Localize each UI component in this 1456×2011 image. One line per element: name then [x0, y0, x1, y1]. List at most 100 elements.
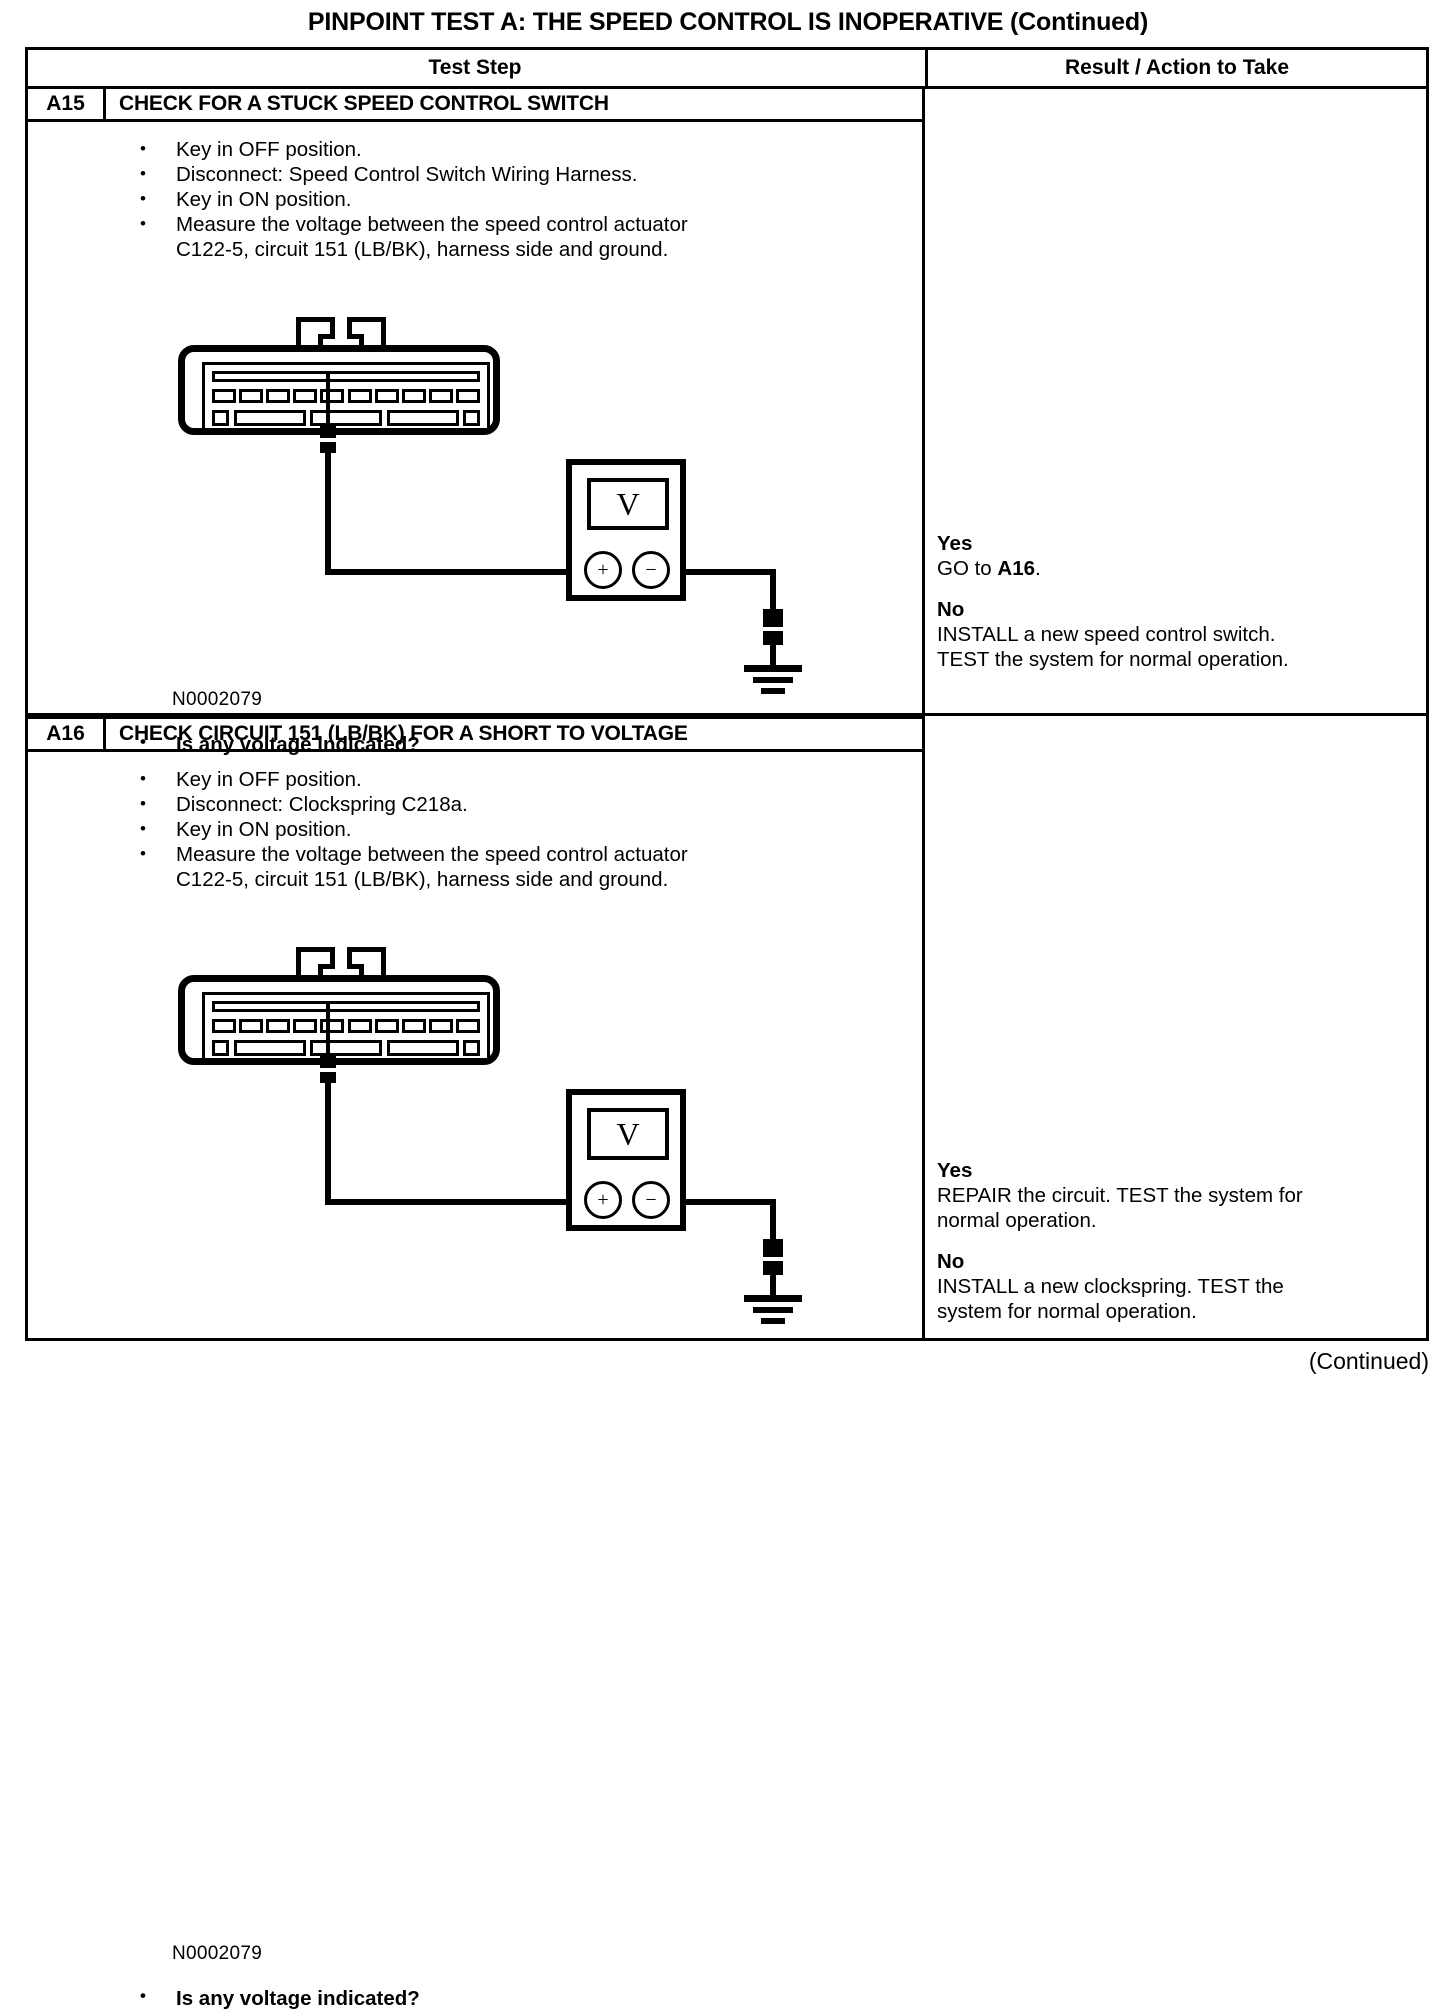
step-header-a16: A16 CHECK CIRCUIT 151 (LB/BK) FOR A SHOR…: [28, 719, 922, 752]
voltmeter-display: V: [587, 478, 669, 530]
ground-symbol-icon: [753, 1307, 793, 1313]
voltmeter-terminal-negative: −: [632, 551, 670, 589]
step-header-a15: A15 CHECK FOR A STUCK SPEED CONTROL SWIT…: [28, 89, 922, 122]
connector-pin: [374, 1019, 399, 1033]
result-text-yes: REPAIR the circuit. TEST the system for …: [937, 1184, 1303, 1232]
connector-pin: [347, 389, 372, 403]
result-text-suffix: .: [1035, 557, 1041, 580]
connector-pin: [374, 389, 399, 403]
wire-to-ground: [686, 569, 776, 575]
result-text-prefix: GO to: [937, 557, 998, 580]
step-question-a16: Is any voltage indicated?: [132, 1986, 420, 2011]
connector-pin-row: [212, 1019, 480, 1033]
ground-symbol-icon: [744, 665, 802, 672]
wire-to-ground: [686, 1199, 776, 1205]
wiring-diagram-a15: V + −: [178, 317, 802, 694]
connector-shell: [178, 345, 500, 435]
footer-continued: (Continued): [1308, 1348, 1429, 1374]
voltmeter-terminal-negative: −: [632, 1181, 670, 1219]
bullet-item: Key in OFF position.: [132, 136, 688, 162]
probe-lead: [326, 1002, 330, 1057]
ground-probe-icon: [761, 609, 785, 645]
result-no-a15: No INSTALL a new speed control switch. T…: [937, 597, 1417, 672]
table-column-header-row: Test Step Result / Action to Take: [28, 50, 1426, 89]
connector-top-bar: [212, 1001, 480, 1012]
connector-pin: [266, 389, 291, 403]
connector-pin: [239, 1019, 264, 1033]
connector-pin: [401, 389, 426, 403]
bullet-item: Key in OFF position.: [132, 766, 688, 792]
reference-code-a15: N0002079: [172, 689, 263, 710]
connector-pin: [401, 1019, 426, 1033]
wire-vertical: [325, 1080, 331, 1205]
ground-symbol-icon: [761, 688, 785, 694]
ground-symbol-icon: [753, 677, 793, 683]
connector-pin: [293, 1019, 318, 1033]
voltmeter: V + −: [566, 459, 686, 601]
result-label-no: No: [937, 1250, 965, 1273]
wire-ground-vertical-lower: [770, 643, 776, 667]
wire-ground-vertical: [770, 569, 776, 617]
bullet-item: Key in ON position.: [132, 186, 688, 212]
bullet-item: Measure the voltage between the speed co…: [132, 211, 688, 262]
voltmeter: V + −: [566, 1089, 686, 1231]
result-text-no: INSTALL a new clockspring. TEST the syst…: [937, 1275, 1284, 1323]
result-label-yes: Yes: [937, 1159, 973, 1182]
connector-pin: [239, 389, 264, 403]
table-row-a15: A15 CHECK FOR A STUCK SPEED CONTROL SWIT…: [28, 89, 922, 756]
wire-horizontal: [325, 1199, 570, 1205]
bullet-item: Disconnect: Clockspring C218a.: [132, 791, 688, 817]
ground-symbol-icon: [761, 1318, 785, 1324]
bullet-item: Disconnect: Speed Control Switch Wiring …: [132, 161, 688, 187]
pinpoint-test-table: Test Step Result / Action to Take A15 CH…: [25, 47, 1429, 2010]
reference-code-a16: N0002079: [172, 1943, 263, 1964]
result-no-a16: No INSTALL a new clockspring. TEST the s…: [937, 1249, 1417, 1324]
result-block-a15: Yes GO to A16. No INSTALL a new speed co…: [937, 531, 1417, 672]
wire-horizontal: [325, 569, 570, 575]
ground-probe-icon: [761, 1239, 785, 1275]
ground-symbol-icon: [744, 1295, 802, 1302]
column-header-result-action: Result / Action to Take: [925, 50, 1426, 86]
bullet-item: Key in ON position.: [132, 816, 688, 842]
test-probe-icon: [317, 425, 339, 453]
voltmeter-terminal-positive: +: [584, 1181, 622, 1219]
bullet-item: Measure the voltage between the speed co…: [132, 841, 688, 892]
test-probe-icon: [317, 1055, 339, 1083]
connector-pin: [347, 1019, 372, 1033]
result-yes-a15: Yes GO to A16.: [937, 531, 1417, 581]
connector-pin: [455, 389, 480, 403]
voltmeter-display: V: [587, 1108, 669, 1160]
connector-bottom-row: [212, 410, 480, 426]
step-id-a15: A15: [28, 89, 106, 119]
connector-latch-icon: [296, 947, 386, 979]
step-id-a16: A16: [28, 719, 106, 749]
connector-pin: [212, 1019, 236, 1033]
connector-pin: [320, 389, 345, 403]
wire-ground-vertical: [770, 1199, 776, 1247]
result-block-a16: Yes REPAIR the circuit. TEST the system …: [937, 1158, 1417, 1324]
wire-ground-vertical-lower: [770, 1273, 776, 1297]
connector-pin: [266, 1019, 291, 1033]
connector-top-bar: [212, 371, 480, 382]
wire-vertical: [325, 450, 331, 575]
result-yes-a16: Yes REPAIR the circuit. TEST the system …: [937, 1158, 1417, 1233]
step-bullets-a16: Key in OFF position. Disconnect: Clocksp…: [132, 766, 688, 892]
connector-pin: [455, 1019, 480, 1033]
connector-pin: [428, 1019, 453, 1033]
result-label-no: No: [937, 598, 965, 621]
connector-shell: [178, 975, 500, 1065]
connector-pin: [428, 389, 453, 403]
result-label-yes: Yes: [937, 532, 973, 555]
row-separator: [28, 713, 1426, 716]
connector-pin: [293, 389, 318, 403]
step-title-a15: CHECK FOR A STUCK SPEED CONTROL SWITCH: [119, 92, 609, 115]
step-title-a16: CHECK CIRCUIT 151 (LB/BK) FOR A SHORT TO…: [119, 722, 688, 745]
step-bullets-a15: Key in OFF position. Disconnect: Speed C…: [132, 136, 688, 262]
wiring-diagram-a16: V + −: [178, 947, 802, 1324]
connector-bottom-row: [212, 1040, 480, 1056]
connector-pin: [212, 389, 236, 403]
column-header-test-step: Test Step: [428, 56, 522, 79]
voltmeter-terminal-positive: +: [584, 551, 622, 589]
table-row-a16: A16 CHECK CIRCUIT 151 (LB/BK) FOR A SHOR…: [28, 716, 922, 2010]
result-text-yes: GO to A16.: [937, 556, 1417, 581]
